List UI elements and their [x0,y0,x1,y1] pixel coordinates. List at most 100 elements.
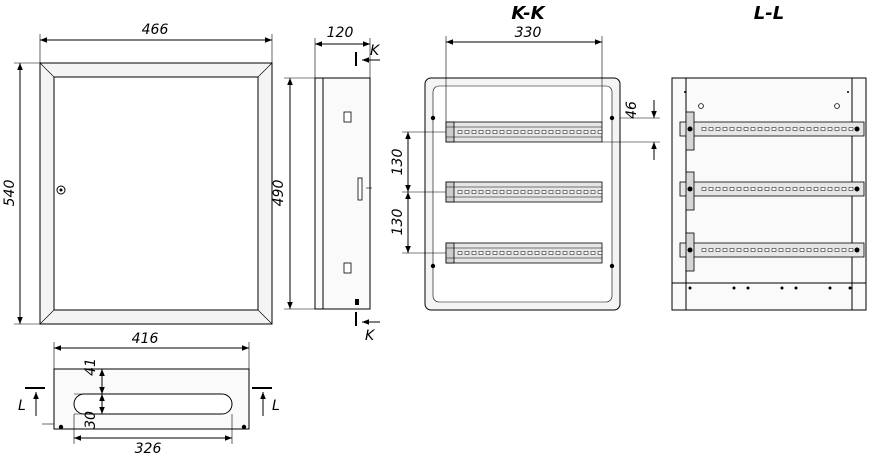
rail-hole [562,251,568,255]
rail-hole [562,190,568,194]
rail-hole [541,130,547,134]
rail-hole [834,248,840,252]
rail-hole [464,251,470,255]
rail-hole [764,187,770,191]
rail-hole [478,251,484,255]
rail-hole [701,248,707,252]
rail-hole [750,187,756,191]
front-door [53,76,259,311]
dim-rail-pitch-2: 130 [390,209,406,236]
rail-hole [471,130,477,134]
rail-hole [729,187,735,191]
bottom-view: 416 326 41 30 L L [18,331,280,457]
rail-hole [527,251,533,255]
rail-hole [548,130,554,134]
rail-hole [590,130,596,134]
rail-hole [827,248,833,252]
rail-hole [548,251,554,255]
rail-hole [534,190,540,194]
section-marker-l-right: L [272,398,280,414]
bottom-cable-slot [73,393,233,415]
section-ll-title: L-L [754,3,784,24]
dim-front-width: 466 [142,22,169,38]
rail-hole [764,248,770,252]
rail-hole [708,248,714,252]
rail-hole [471,251,477,255]
rail-hole [485,251,491,255]
rail-hole [506,130,512,134]
rail-hole [478,190,484,194]
rail-hole [576,130,582,134]
rail-hole [597,190,603,194]
rail-hole [597,251,603,255]
rail-hole [743,187,749,191]
dim-inner-width: 330 [515,25,542,41]
rail-hole [834,187,840,191]
rail-hole [457,190,463,194]
rail-hole [806,127,812,131]
rail-hole [820,127,826,131]
dim-bottom-width: 416 [132,331,159,347]
rail-hole [743,127,749,131]
rail-hole [520,130,526,134]
rail-hole [457,130,463,134]
dim-bottom-inner: 326 [135,441,162,457]
rail-hole [534,130,540,134]
dim-bottom-slot: 30 [83,411,99,429]
rail-hole [799,248,805,252]
dim-side-depth: 120 [327,25,354,41]
rail-hole [583,130,589,134]
rail-hole [827,127,833,131]
rail-hole [597,130,603,134]
rail-hole [771,127,777,131]
rail-hole [541,251,547,255]
rail-hole [827,187,833,191]
rail-hole [834,127,840,131]
rail-hole [590,251,596,255]
rail-hole [520,190,526,194]
rail-hole [736,248,742,252]
rail-hole [485,130,491,134]
rail-hole [562,130,568,134]
rail-hole [813,187,819,191]
rail-hole [778,248,784,252]
rail-hole [534,251,540,255]
rail-hole [590,190,596,194]
rail-hole [506,251,512,255]
rail-hole [841,187,847,191]
dim-bottom-depth: 41 [83,358,99,376]
rail-hole [848,127,854,131]
rail-hole [583,251,589,255]
rail-hole [541,190,547,194]
rail-hole [555,130,561,134]
dim-rail-pitch-1: 130 [390,149,406,176]
rail-hole [792,248,798,252]
rail-hole [848,248,854,252]
rail-hole [506,190,512,194]
section-marker-l-left: L [18,398,26,414]
rail-hole [799,127,805,131]
rail-hole [478,130,484,134]
rail-hole [499,251,505,255]
rail-hole [708,127,714,131]
rail-hole [576,190,582,194]
rail-hole [743,248,749,252]
rail-hole [757,127,763,131]
dim-side-height: 490 [271,180,287,207]
rail-hole [569,251,575,255]
rail-hole [820,187,826,191]
rail-hole [813,127,819,131]
rail-hole [750,127,756,131]
front-view: 466 540 [2,22,273,325]
rail-hole [806,248,812,252]
rail-hole [492,251,498,255]
rail-hole [464,130,470,134]
rail-hole [457,251,463,255]
side-view: 120 490 K K [271,25,381,344]
rail-hole [499,130,505,134]
rail-hole [492,130,498,134]
rail-hole [569,190,575,194]
section-ll-view: L-L [671,3,867,311]
rail-hole [701,127,707,131]
